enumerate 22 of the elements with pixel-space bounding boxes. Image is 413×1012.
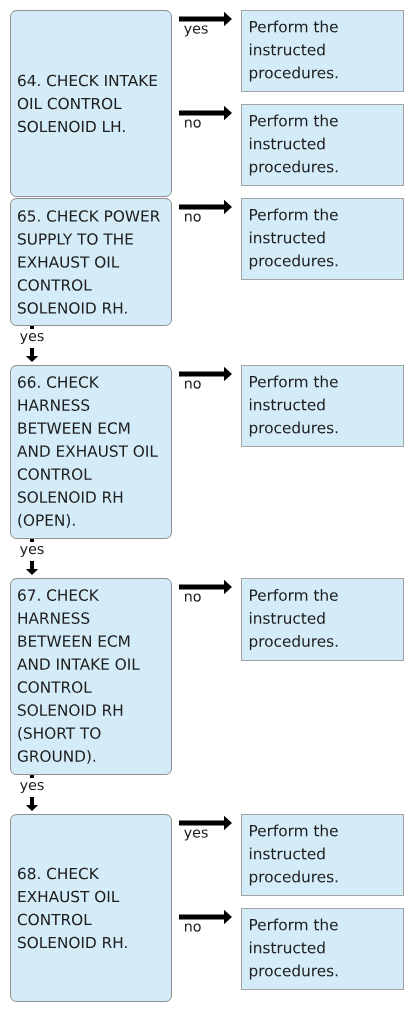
action-box: Perform the instructed procedures. (241, 10, 404, 92)
check-step-box: 64. CHECK INTAKE OIL CONTROL SOLENOID LH. (10, 10, 172, 197)
check-step-box: 65. CHECK POWER SUPPLY TO THE EXHAUST OIL CONTROL SOLENOID RH. (10, 198, 172, 326)
edge-label: yes (17, 329, 47, 348)
action-box: Perform the instructed procedures. (241, 198, 404, 280)
check-step-box: 66. CHECK HARNESS BETWEEN ECM AND EXHAUST OIL CONTROL SOLENOID RH (OPEN). (10, 365, 172, 539)
action-box: Perform the instructed procedures. (241, 104, 404, 186)
action-box: Perform the instructed procedures. (241, 578, 404, 661)
edge-label: no (183, 593, 202, 603)
edge-label: no (183, 380, 202, 390)
action-box: Perform the instructed procedures. (241, 365, 404, 447)
action-box: Perform the instructed procedures. (241, 814, 404, 896)
edge-label: no (183, 213, 202, 223)
edge-label: yes (183, 829, 209, 841)
check-step-box: 68. CHECK EXHAUST OIL CONTROL SOLENOID RH. (10, 814, 172, 1002)
action-box: Perform the instructed procedures. (241, 908, 404, 990)
edge-label: yes (17, 778, 47, 797)
edge-label: no (183, 923, 202, 933)
edge-label: no (183, 119, 202, 129)
edge-label: yes (17, 542, 47, 561)
edge-label: yes (183, 25, 209, 37)
check-step-box: 67. CHECK HARNESS BETWEEN ECM AND INTAKE OIL CONTROL SOLENOID RH (SHORT TO GROUND). (10, 578, 172, 775)
